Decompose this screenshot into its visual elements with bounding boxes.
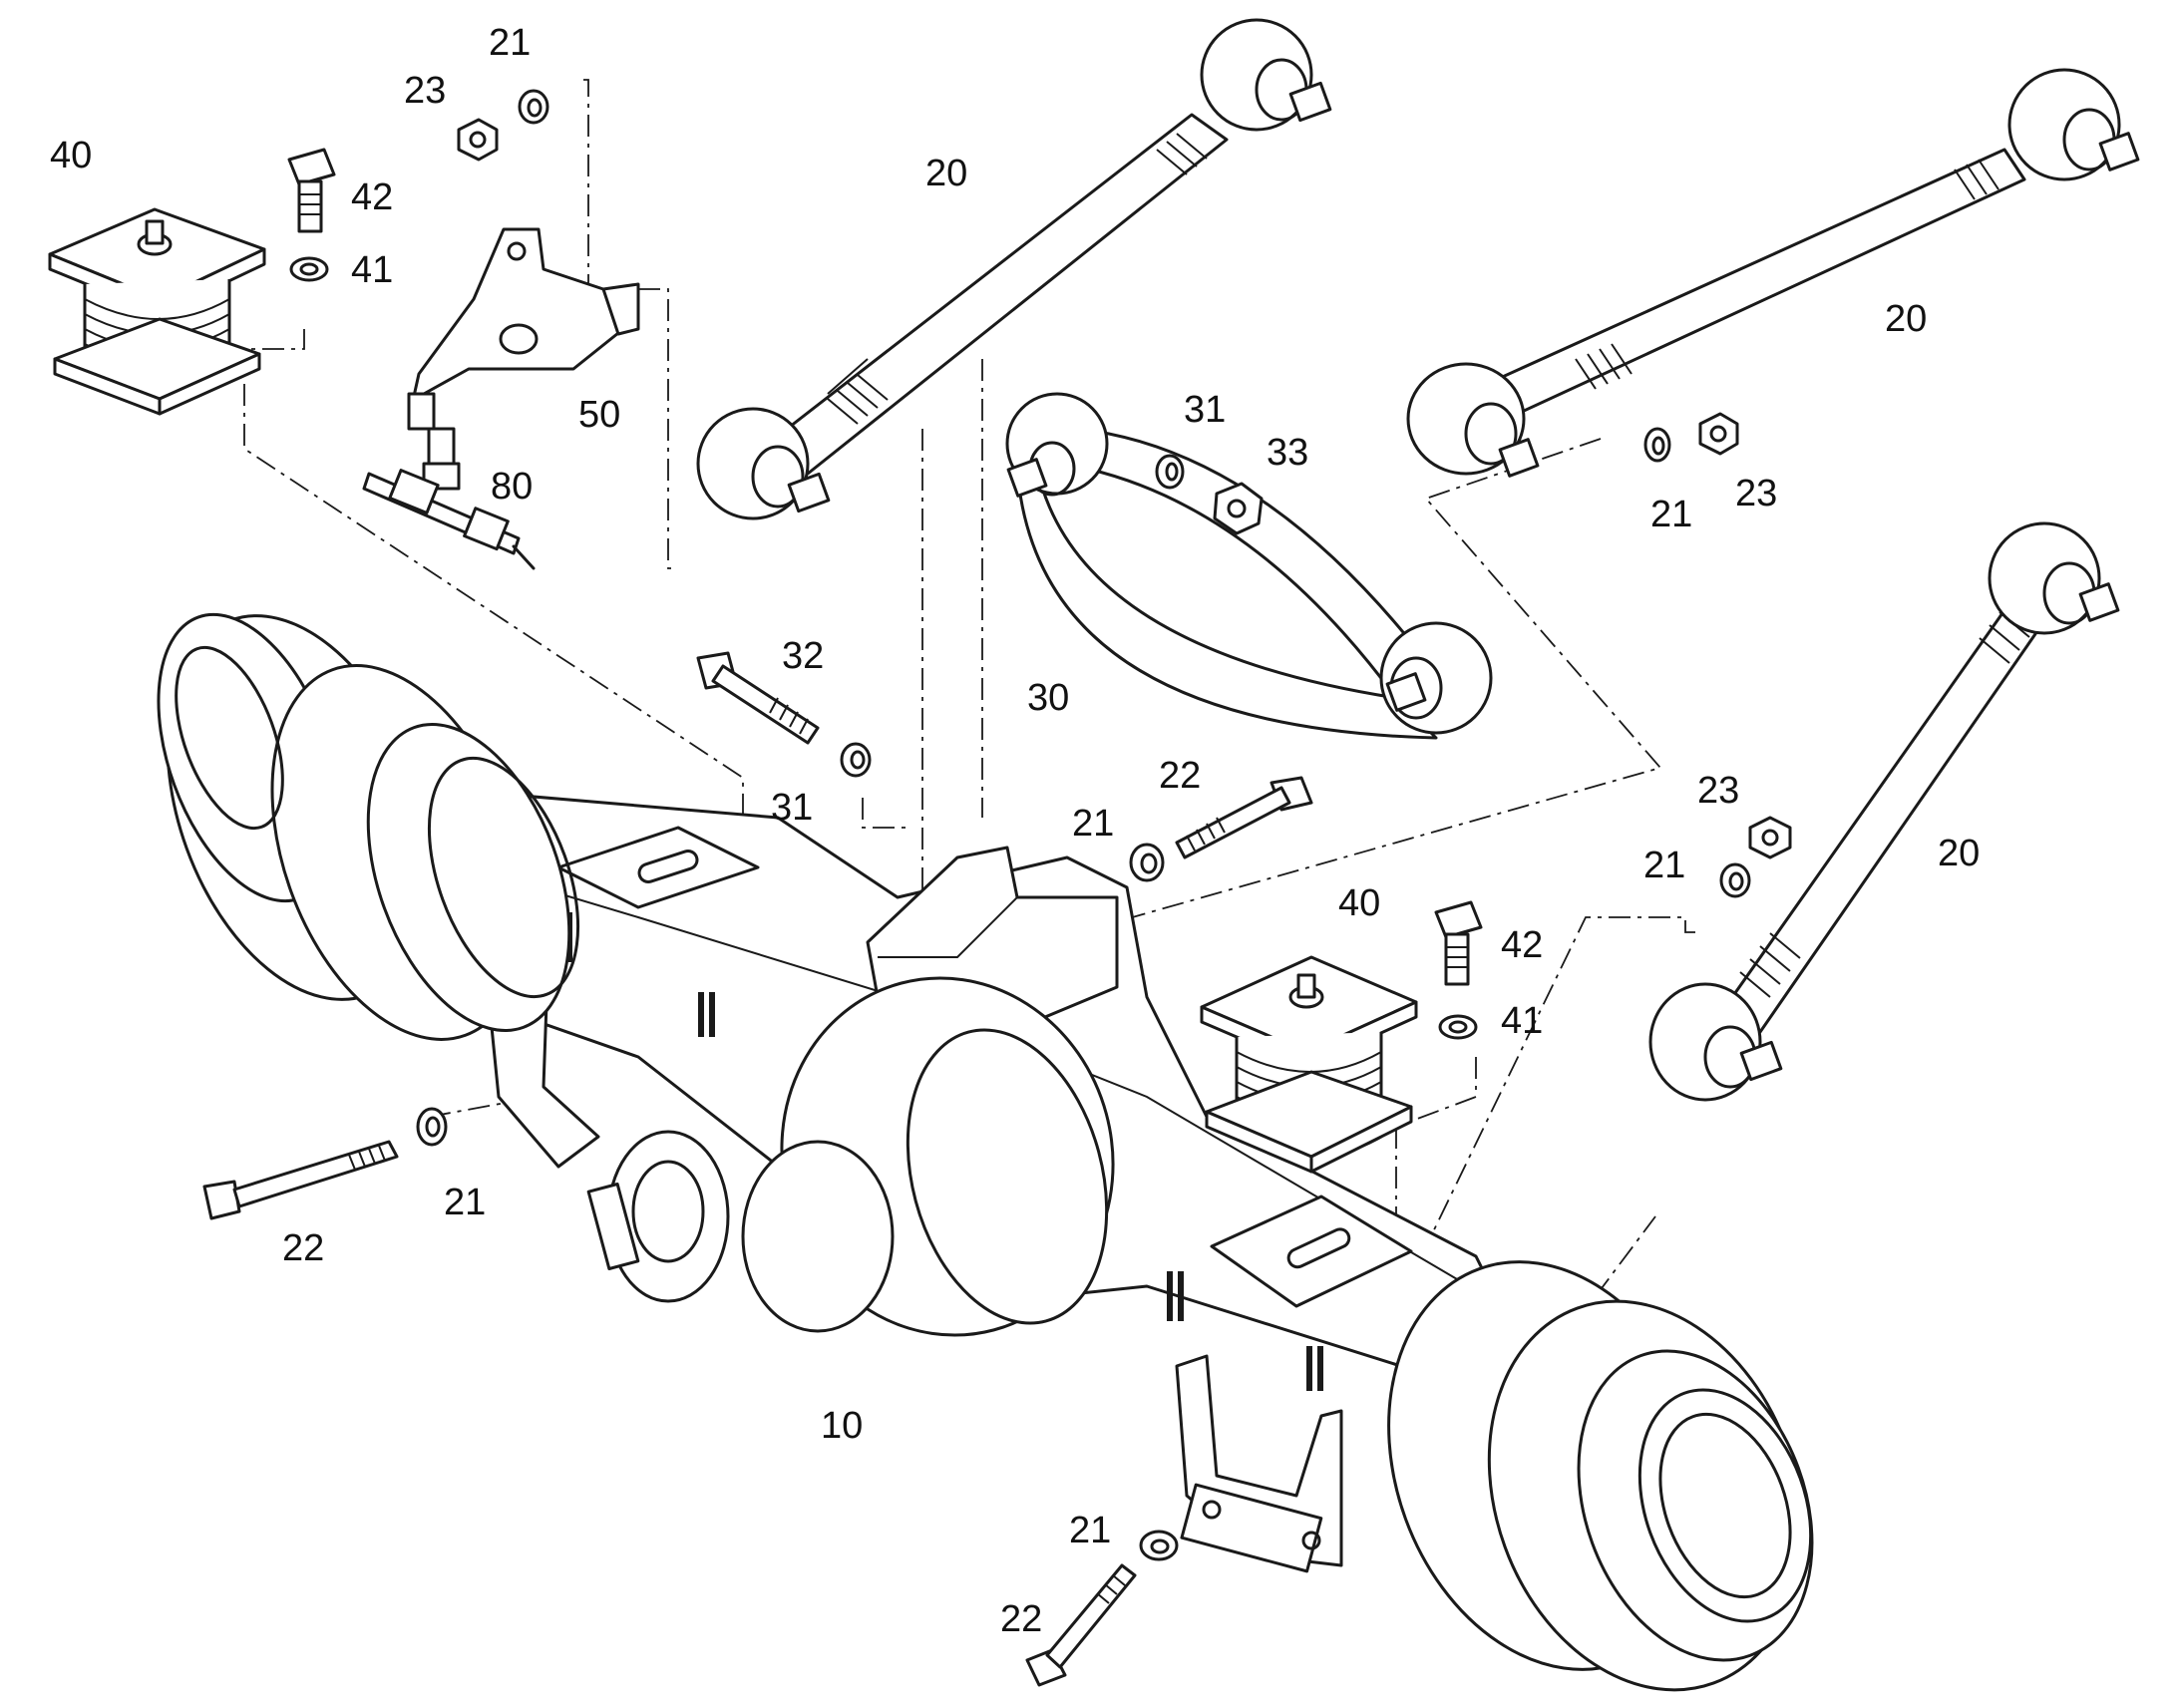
washer-21-left bbox=[416, 1107, 448, 1147]
callout-40-right: 40 bbox=[1338, 882, 1380, 924]
bolt-42-right bbox=[1434, 900, 1483, 986]
callout-21-right: 21 bbox=[1650, 494, 1692, 535]
washer-21-right bbox=[1643, 427, 1671, 463]
callout-21-mid: 21 bbox=[1072, 803, 1114, 845]
callout-30: 30 bbox=[1027, 677, 1069, 719]
callout-41-right: 41 bbox=[1501, 1000, 1543, 1042]
callout-42-right: 42 bbox=[1501, 924, 1543, 966]
washer-21-top bbox=[518, 89, 549, 125]
callout-20-lower: 20 bbox=[1938, 833, 1980, 874]
callout-32: 32 bbox=[782, 635, 824, 677]
nut-23-top bbox=[457, 118, 499, 162]
callout-labels: 21 23 40 42 41 20 50 80 31 33 20 21 23 3… bbox=[50, 22, 1980, 1640]
callout-21-top: 21 bbox=[489, 22, 531, 64]
bolt-22-left bbox=[202, 1140, 399, 1220]
callout-50: 50 bbox=[578, 394, 620, 436]
callout-23-right: 23 bbox=[1735, 473, 1777, 514]
callout-33: 33 bbox=[1267, 432, 1308, 474]
right-wheel-hub bbox=[1387, 1260, 1814, 1692]
bolt-22-bottom bbox=[1025, 1563, 1137, 1687]
callout-22-bottom: 22 bbox=[1000, 1598, 1042, 1640]
callout-31-top: 31 bbox=[1184, 389, 1226, 431]
differential-carrier bbox=[586, 976, 1115, 1337]
torque-rod-20-lower bbox=[1648, 521, 2120, 1102]
callout-40-left: 40 bbox=[50, 135, 92, 176]
nut-23-lower bbox=[1748, 816, 1792, 859]
bolt-42-left bbox=[287, 148, 336, 233]
v-rod-30 bbox=[1005, 392, 1493, 740]
callout-22-mid: 22 bbox=[1159, 755, 1201, 797]
callout-41-left: 41 bbox=[351, 249, 393, 291]
callout-23-top: 23 bbox=[404, 70, 446, 112]
washer-21-bottom bbox=[1139, 1530, 1179, 1561]
rubber-spring-right bbox=[1200, 955, 1418, 1174]
washer-41-left bbox=[289, 256, 329, 282]
callout-31-mid: 31 bbox=[771, 787, 813, 829]
left-wheel-hub bbox=[157, 612, 580, 1041]
callout-42-left: 42 bbox=[351, 176, 393, 218]
torque-rod-20-top bbox=[696, 18, 1332, 520]
nut-23-right bbox=[1698, 412, 1739, 456]
bolt-32 bbox=[696, 651, 820, 745]
callout-21-lower: 21 bbox=[1643, 845, 1685, 886]
callout-22-left: 22 bbox=[282, 1227, 324, 1269]
nut-33 bbox=[1213, 482, 1264, 535]
callout-10: 10 bbox=[821, 1405, 863, 1447]
torque-rod-20-right bbox=[1406, 68, 2140, 478]
callout-23-lower: 23 bbox=[1697, 770, 1739, 812]
callout-21-bottom: 21 bbox=[1069, 1510, 1111, 1551]
washer-31-mid bbox=[840, 742, 872, 778]
rubber-spring-left bbox=[48, 207, 266, 416]
bracket-50 bbox=[407, 227, 640, 431]
callout-21-left: 21 bbox=[444, 1182, 486, 1223]
callout-20-right: 20 bbox=[1885, 298, 1927, 340]
washer-21-mid bbox=[1129, 843, 1165, 882]
washer-21-lower bbox=[1719, 862, 1751, 898]
washer-31-top bbox=[1155, 454, 1185, 490]
level-valve-80 bbox=[362, 427, 536, 570]
callout-80: 80 bbox=[491, 466, 533, 508]
callout-20-top: 20 bbox=[925, 153, 967, 194]
bolt-22-mid bbox=[1175, 776, 1313, 859]
washer-41-right bbox=[1438, 1014, 1478, 1040]
